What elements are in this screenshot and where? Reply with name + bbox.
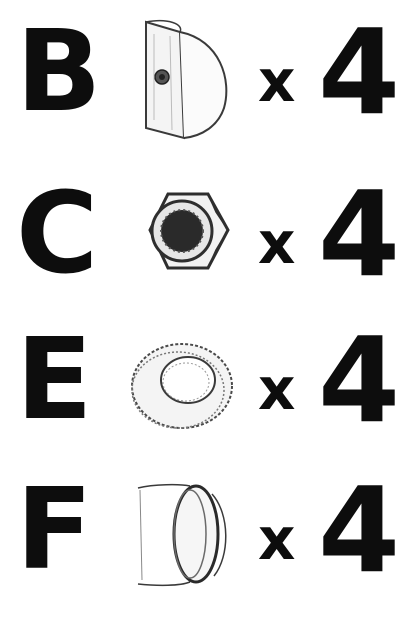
part-quantity: 4 — [318, 474, 400, 586]
part-row-b: B x 4 — [0, 10, 410, 140]
part-quantity: 4 — [318, 324, 400, 436]
cap-icon — [124, 468, 236, 598]
part-row-f: F x 4 — [0, 468, 410, 598]
part-letter: E — [16, 324, 116, 436]
part-row-c: C x 4 — [0, 172, 410, 302]
hex-nut-icon — [124, 172, 236, 302]
part-quantity: 4 — [318, 16, 400, 128]
part-row-e: E x 4 — [0, 318, 410, 448]
half-round-nut-icon — [124, 10, 236, 140]
multiply-sign: x — [258, 52, 295, 110]
part-letter: B — [16, 16, 116, 128]
part-letter: F — [16, 474, 116, 586]
multiply-sign: x — [258, 510, 295, 568]
washer-icon — [124, 318, 236, 448]
part-quantity: 4 — [318, 178, 400, 290]
multiply-sign: x — [258, 360, 295, 418]
part-letter: C — [16, 178, 116, 290]
multiply-sign: x — [258, 214, 295, 272]
